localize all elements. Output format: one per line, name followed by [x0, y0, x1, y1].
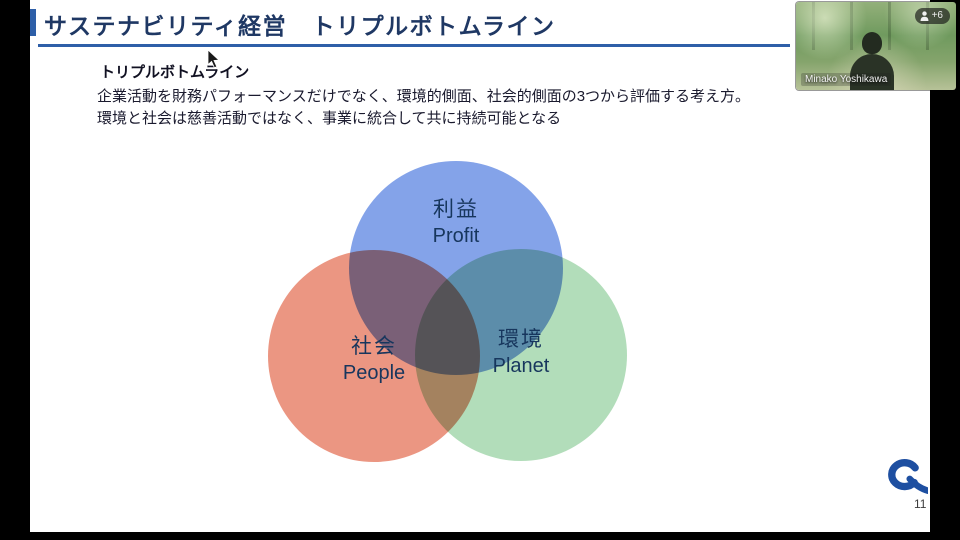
venn-label-planet: 環境 Planet — [441, 327, 601, 379]
intro-text-block: トリプルボトムライン 企業活動を財務パフォーマンスだけでなく、環境的側面、社会的… — [97, 62, 877, 130]
venn-label-planet-ja: 環境 — [498, 328, 544, 351]
venn-label-people: 社会 People — [294, 334, 454, 386]
intro-line-2: 環境と社会は慈善活動ではなく、事業に統合して共に持続可能となる — [97, 110, 562, 127]
participants-count-label: +6 — [931, 10, 943, 21]
venn-circle-planet — [415, 249, 627, 461]
title-underline-rule — [38, 44, 790, 47]
participant-silhouette-body — [850, 54, 894, 90]
venn-label-people-en: People — [342, 362, 406, 384]
mouse-cursor-icon — [207, 50, 220, 69]
venn-label-profit: 利益 Profit — [376, 197, 536, 249]
asics-logo-icon — [888, 459, 928, 494]
slide-title: サステナビリティ経営 トリプルボトムライン — [44, 13, 556, 39]
participants-count-badge[interactable]: +6 — [914, 8, 950, 24]
page-number: 11 — [914, 497, 927, 511]
venn-label-profit-ja: 利益 — [433, 198, 479, 221]
venn-label-people-ja: 社会 — [351, 335, 397, 358]
venn-label-profit-en: Profit — [432, 225, 480, 247]
participant-silhouette-head — [862, 32, 882, 54]
participant-icon — [920, 11, 929, 21]
presentation-slide: サステナビリティ経営 トリプルボトムライン トリプルボトムライン 企業活動を財務… — [30, 0, 930, 532]
venn-label-planet-en: Planet — [492, 355, 550, 377]
intro-line-1: 企業活動を財務パフォーマンスだけでなく、環境的側面、社会的側面の3つから評価する… — [97, 88, 751, 105]
participant-video-thumbnail[interactable]: +6 Minako Yoshikawa — [796, 2, 956, 90]
intro-heading: トリプルボトムライン — [100, 64, 250, 81]
title-accent-bar — [30, 9, 36, 36]
participant-name-label: Minako Yoshikawa — [801, 73, 892, 86]
